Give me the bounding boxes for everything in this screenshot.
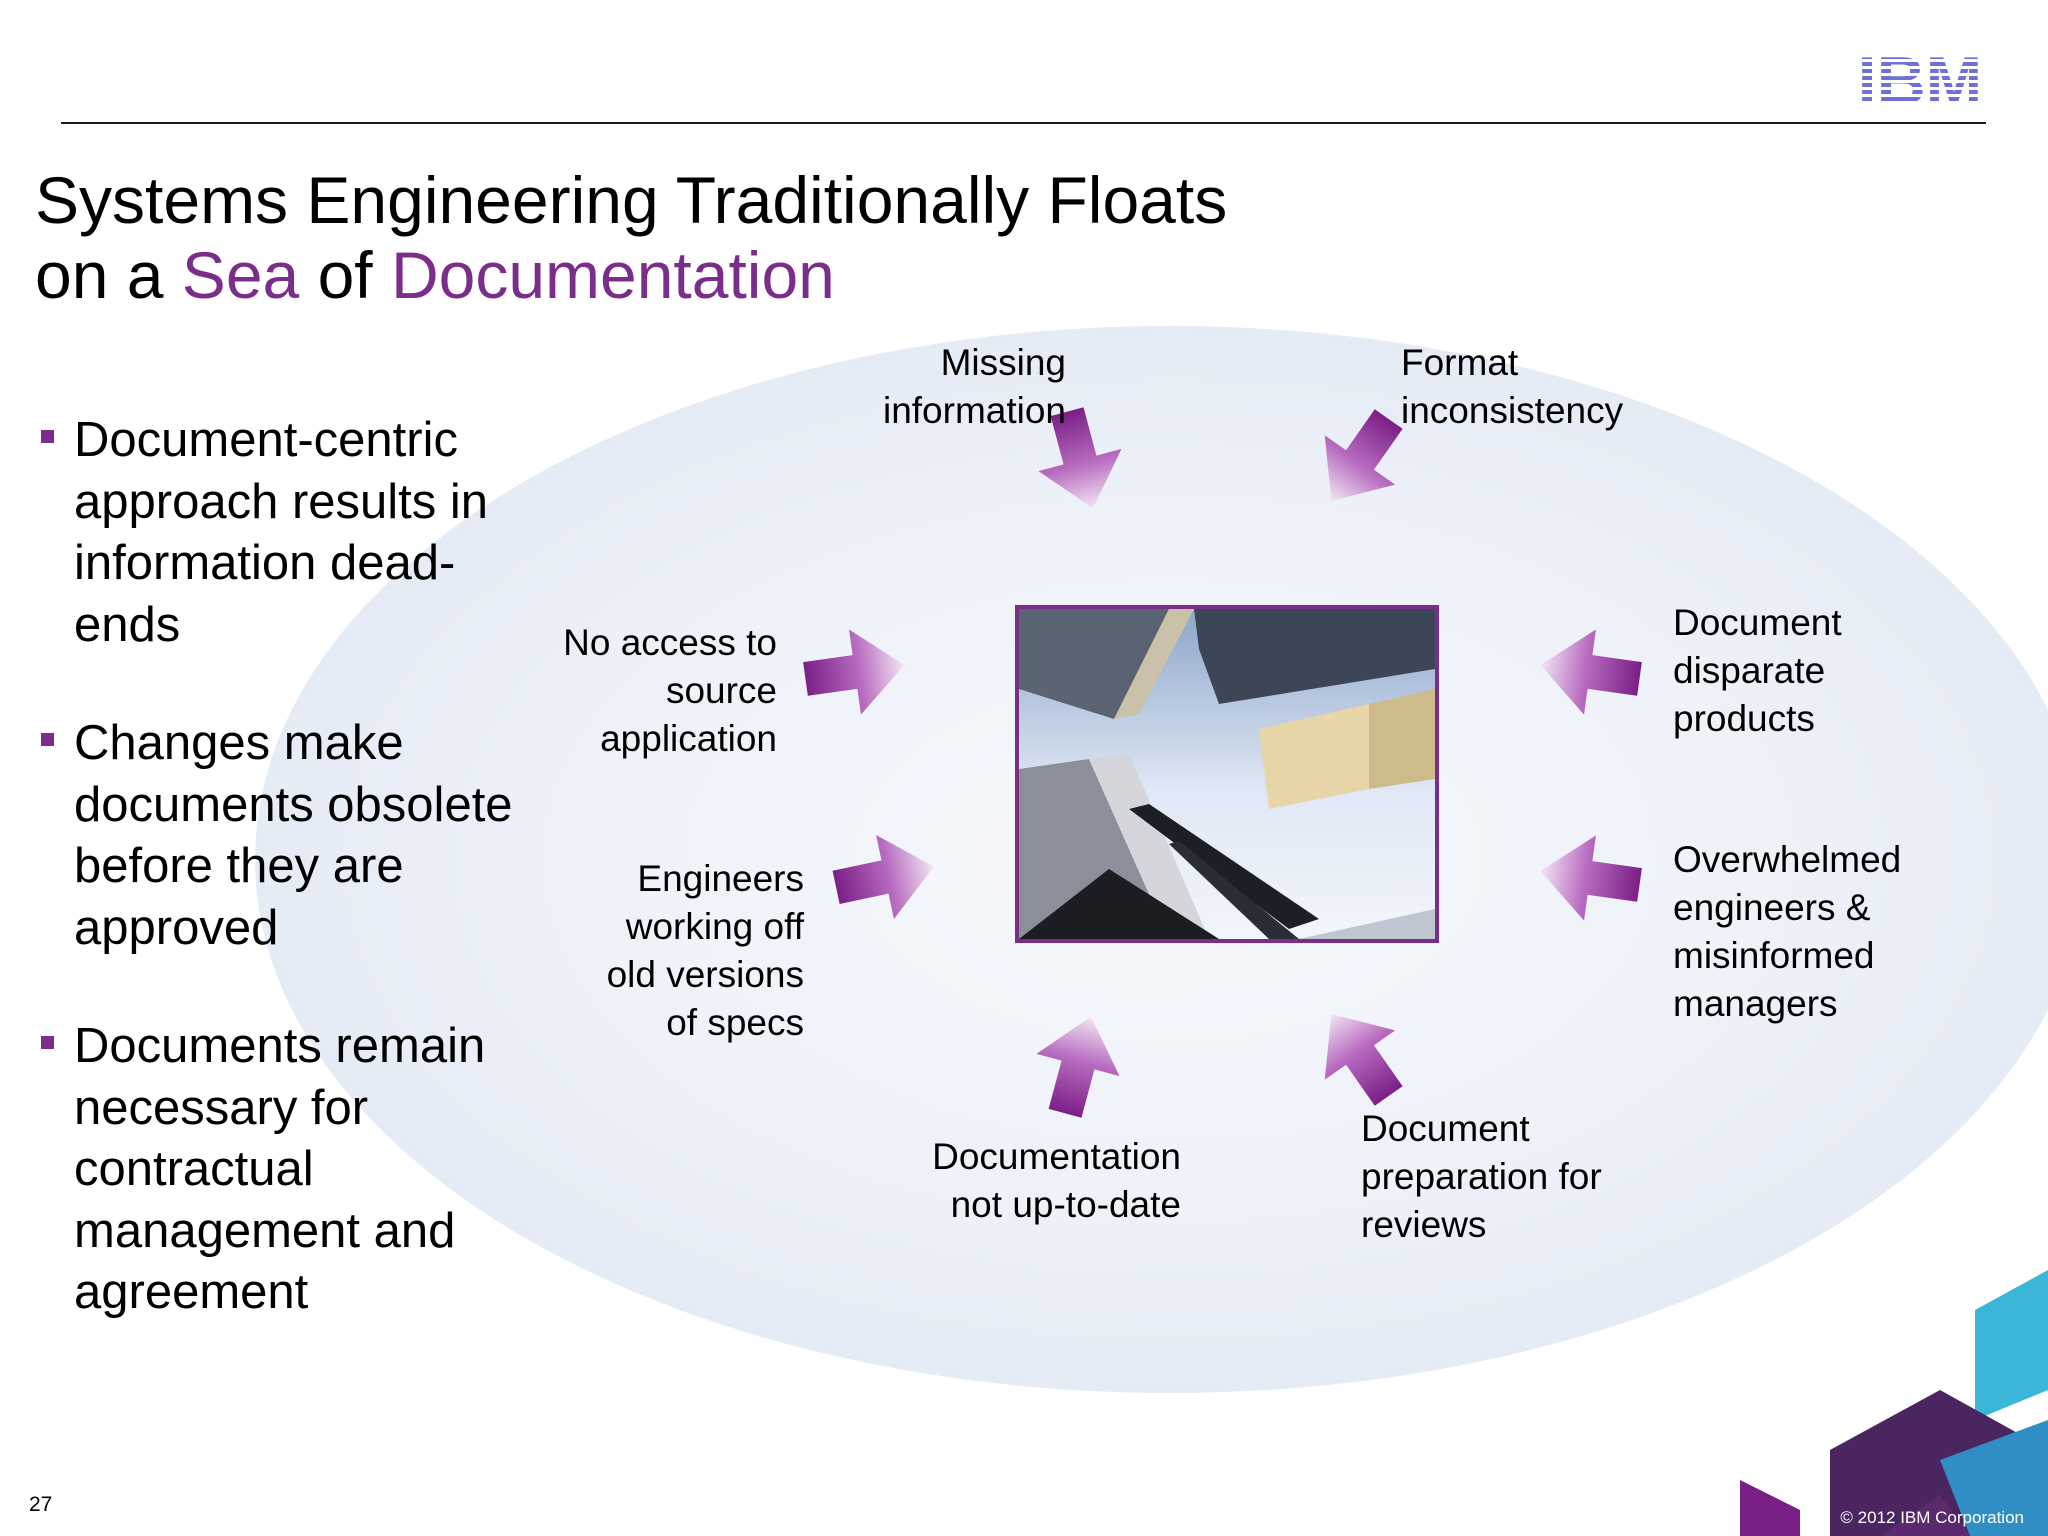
arrow-icon	[1540, 835, 1642, 921]
bullet-item: Changes make documents obsolete before t…	[38, 713, 558, 959]
title-accent-documentation: Documentation	[390, 238, 835, 312]
label-disparate-products: Document disparate products	[1673, 602, 1842, 739]
label-review-preparation: Document preparation for reviews	[1361, 1108, 1602, 1245]
header-rule	[61, 122, 1986, 124]
bullet-marker-icon	[41, 1036, 54, 1049]
copyright: © 2012 IBM Corporation	[1840, 1508, 2024, 1527]
bullet-item: Document-centric approach results in inf…	[38, 410, 558, 656]
svg-text:IBM: IBM	[1858, 48, 1983, 108]
ibm-logo: IBM	[1858, 48, 1983, 108]
title-line-2-prefix: on a	[35, 238, 182, 312]
corner-decoration	[1740, 1270, 2048, 1536]
arrow-icon	[1324, 409, 1403, 501]
label-not-up-to-date: Documentation not up-to-date	[932, 1136, 1181, 1225]
arrow-icon	[1324, 1014, 1403, 1106]
label-no-access: No access to source application	[563, 622, 777, 759]
arrow-icon	[832, 834, 934, 920]
arrow-icon	[1038, 407, 1122, 509]
page-title: Systems Engineering Traditionally Floats…	[35, 163, 1227, 313]
page-number: 27	[29, 1493, 53, 1516]
title-line-1: Systems Engineering Traditionally Floats	[35, 163, 1228, 237]
bullet-marker-icon	[41, 430, 54, 443]
arrow-icon	[803, 629, 905, 715]
bullet-list: Document-centric approach results in inf…	[38, 410, 558, 1381]
arrow-icon	[1036, 1016, 1120, 1118]
title-accent-sea: Sea	[181, 238, 300, 312]
skyscrapers-photo	[1015, 605, 1439, 943]
label-engineers-old-versions: Engineers working off old versions of sp…	[606, 858, 804, 1043]
skyscrapers-image	[1019, 609, 1435, 939]
bullet-item: Documents remain necessary for contractu…	[38, 1016, 558, 1324]
title-line-2-mid: of	[299, 238, 391, 312]
arrow-icon	[1540, 629, 1642, 715]
label-overwhelmed: Overwhelmed engineers & misinformed mana…	[1673, 839, 1902, 1024]
label-format-inconsistency: Format inconsistency	[1401, 342, 1624, 431]
bullet-marker-icon	[41, 733, 54, 746]
label-missing-information: Missing information	[882, 342, 1066, 431]
